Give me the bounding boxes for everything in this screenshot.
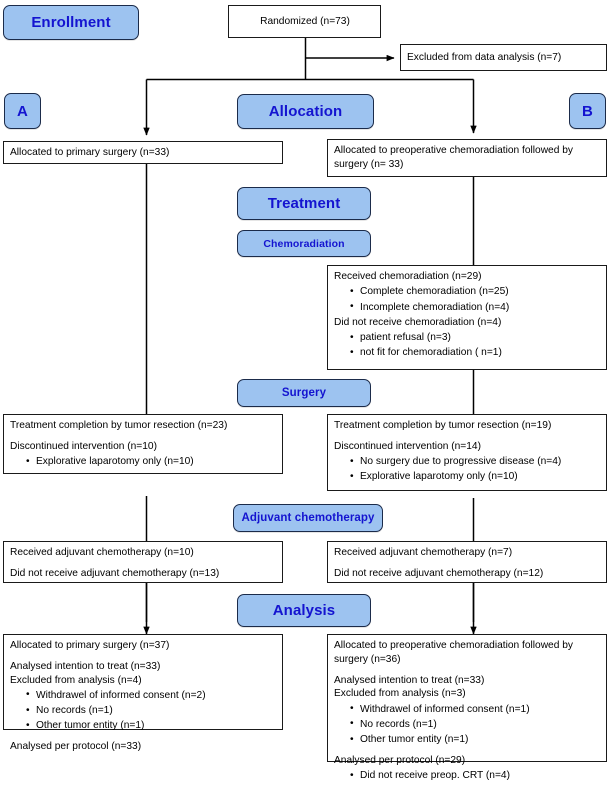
node-surgery-right-line2: Discontinued intervention (n=14) <box>334 440 481 452</box>
list-item: Withdrawel of informed consent (n=2) <box>26 688 277 703</box>
node-analysis-left-line3: Excluded from analysis (n=4) <box>10 674 142 686</box>
list-item: Did not receive preop. CRT (n=4) <box>350 769 601 783</box>
node-analysis-left-line2: Analysed intention to treat (n=33) <box>10 660 161 672</box>
node-analysis-right-bullets2: Did not receive preop. CRT (n=4) <box>334 769 601 783</box>
node-allocated-left: Allocated to primary surgery (n=33) <box>3 141 283 164</box>
list-item: No records (n=1) <box>26 704 277 718</box>
node-analysis-left-line4: Analysed per protocol (n=33) <box>10 741 142 753</box>
list-item: No records (n=1) <box>350 717 601 732</box>
stage-analysis-label: Analysis <box>272 602 336 619</box>
node-analysis-left-line1: Allocated to primary surgery (n=37) <box>10 640 170 651</box>
stage-treatment-label: Treatment <box>267 195 341 212</box>
node-allocated-right-line1: Allocated to preoperative chemoradiation… <box>334 145 573 170</box>
stage-arm-b-label: B <box>582 102 593 120</box>
node-surgery-right-bullets: No surgery due to progressive disease (n… <box>334 455 601 484</box>
node-adjuvant-right-line2: Did not receive adjuvant chemotherapy (n… <box>334 567 544 579</box>
node-analysis-left: Allocated to primary surgery (n=37) Anal… <box>3 634 283 752</box>
list-item: No surgery due to progressive disease (n… <box>350 455 601 469</box>
node-allocated-left-line1: Allocated to primary surgery (n=33) <box>10 146 170 158</box>
list-item: not fit for chemoradiation ( n=1) <box>350 346 601 360</box>
node-adjuvant-left-line1: Received adjuvant chemotherapy (n=10) <box>10 547 194 558</box>
list-item: Other tumor entity (n=1) <box>350 733 601 747</box>
node-adjuvant-right-line1: Received adjuvant chemotherapy (n=7) <box>334 547 513 558</box>
node-adjuvant-left-line2: Did not receive adjuvant chemotherapy (n… <box>10 567 220 579</box>
node-adjuvant-left: Received adjuvant chemotherapy (n=10) Di… <box>3 541 283 583</box>
node-excluded: Excluded from data analysis (n=7) <box>400 44 607 71</box>
list-item: patient refusal (n=3) <box>350 331 601 345</box>
stage-enrollment-label: Enrollment <box>31 14 111 31</box>
list-item: Incomplete chemoradiation (n=4) <box>350 300 601 315</box>
node-analysis-right-line1: Allocated to preoperative chemoradiation… <box>334 640 573 665</box>
node-chemoradiation-right-bullets2: patient refusal (n=3) not fit for chemor… <box>334 331 601 360</box>
node-surgery-right-line1: Treatment completion by tumor resection … <box>334 420 552 431</box>
stage-arm-b: B <box>569 93 606 129</box>
node-surgery-right: Treatment completion by tumor resection … <box>327 414 607 491</box>
node-surgery-left-line2: Discontinued intervention (n=10) <box>10 440 157 452</box>
stage-arm-a: A <box>4 93 41 129</box>
list-item: Withdrawel of informed consent (n=1) <box>350 702 601 717</box>
stage-enrollment: Enrollment <box>3 5 139 40</box>
stage-chemoradiation: Chemoradiation <box>237 230 371 257</box>
stage-treatment: Treatment <box>237 187 371 220</box>
node-analysis-left-bullets: Withdrawel of informed consent (n=2) No … <box>10 688 277 733</box>
node-adjuvant-right: Received adjuvant chemotherapy (n=7) Did… <box>327 541 607 583</box>
node-chemoradiation-right-bullets1: Complete chemoradiation (n=25) Incomplet… <box>334 285 601 314</box>
node-allocated-right: Allocated to preoperative chemoradiation… <box>327 139 607 177</box>
stage-allocation: Allocation <box>237 94 374 129</box>
node-surgery-left: Treatment completion by tumor resection … <box>3 414 283 474</box>
node-analysis-right-bullets: Withdrawel of informed consent (n=1) No … <box>334 702 601 747</box>
node-analysis-right: Allocated to preoperative chemoradiation… <box>327 634 607 782</box>
node-excluded-line1: Excluded from data analysis (n=7) <box>407 51 562 63</box>
node-surgery-left-bullets: Explorative laparotomy only (n=10) <box>10 455 277 469</box>
stage-arm-a-label: A <box>17 102 28 120</box>
stage-adjuvant-chemotherapy: Adjuvant chemotherapy <box>233 504 383 532</box>
node-analysis-right-line4: Analysed per protocol (n=29) <box>334 754 466 766</box>
stage-surgery-label: Surgery <box>281 387 327 399</box>
list-item: Other tumor entity (n=1) <box>26 719 277 733</box>
node-chemoradiation-right: Received chemoradiation (n=29) Complete … <box>327 265 607 370</box>
stage-adjuvant-chemotherapy-label: Adjuvant chemotherapy <box>241 512 375 524</box>
list-item: Explorative laparotomy only (n=10) <box>26 455 277 469</box>
stage-analysis: Analysis <box>237 594 371 627</box>
list-item: Explorative laparotomy only (n=10) <box>350 470 601 484</box>
node-analysis-right-line3: Excluded from analysis (n=3) <box>334 688 466 700</box>
stage-surgery: Surgery <box>237 379 371 407</box>
node-surgery-left-line1: Treatment completion by tumor resection … <box>10 420 228 431</box>
node-randomized-line1: Randomized (n=73) <box>260 15 350 27</box>
node-analysis-right-line2: Analysed intention to treat (n=33) <box>334 674 485 686</box>
stage-allocation-label: Allocation <box>268 103 343 120</box>
node-randomized: Randomized (n=73) <box>228 5 381 38</box>
node-chemoradiation-right-line2: Did not receive chemoradiation (n=4) <box>334 316 502 328</box>
node-chemoradiation-right-line1: Received chemoradiation (n=29) <box>334 271 482 282</box>
list-item: Complete chemoradiation (n=25) <box>350 285 601 299</box>
stage-chemoradiation-label: Chemoradiation <box>263 237 345 250</box>
